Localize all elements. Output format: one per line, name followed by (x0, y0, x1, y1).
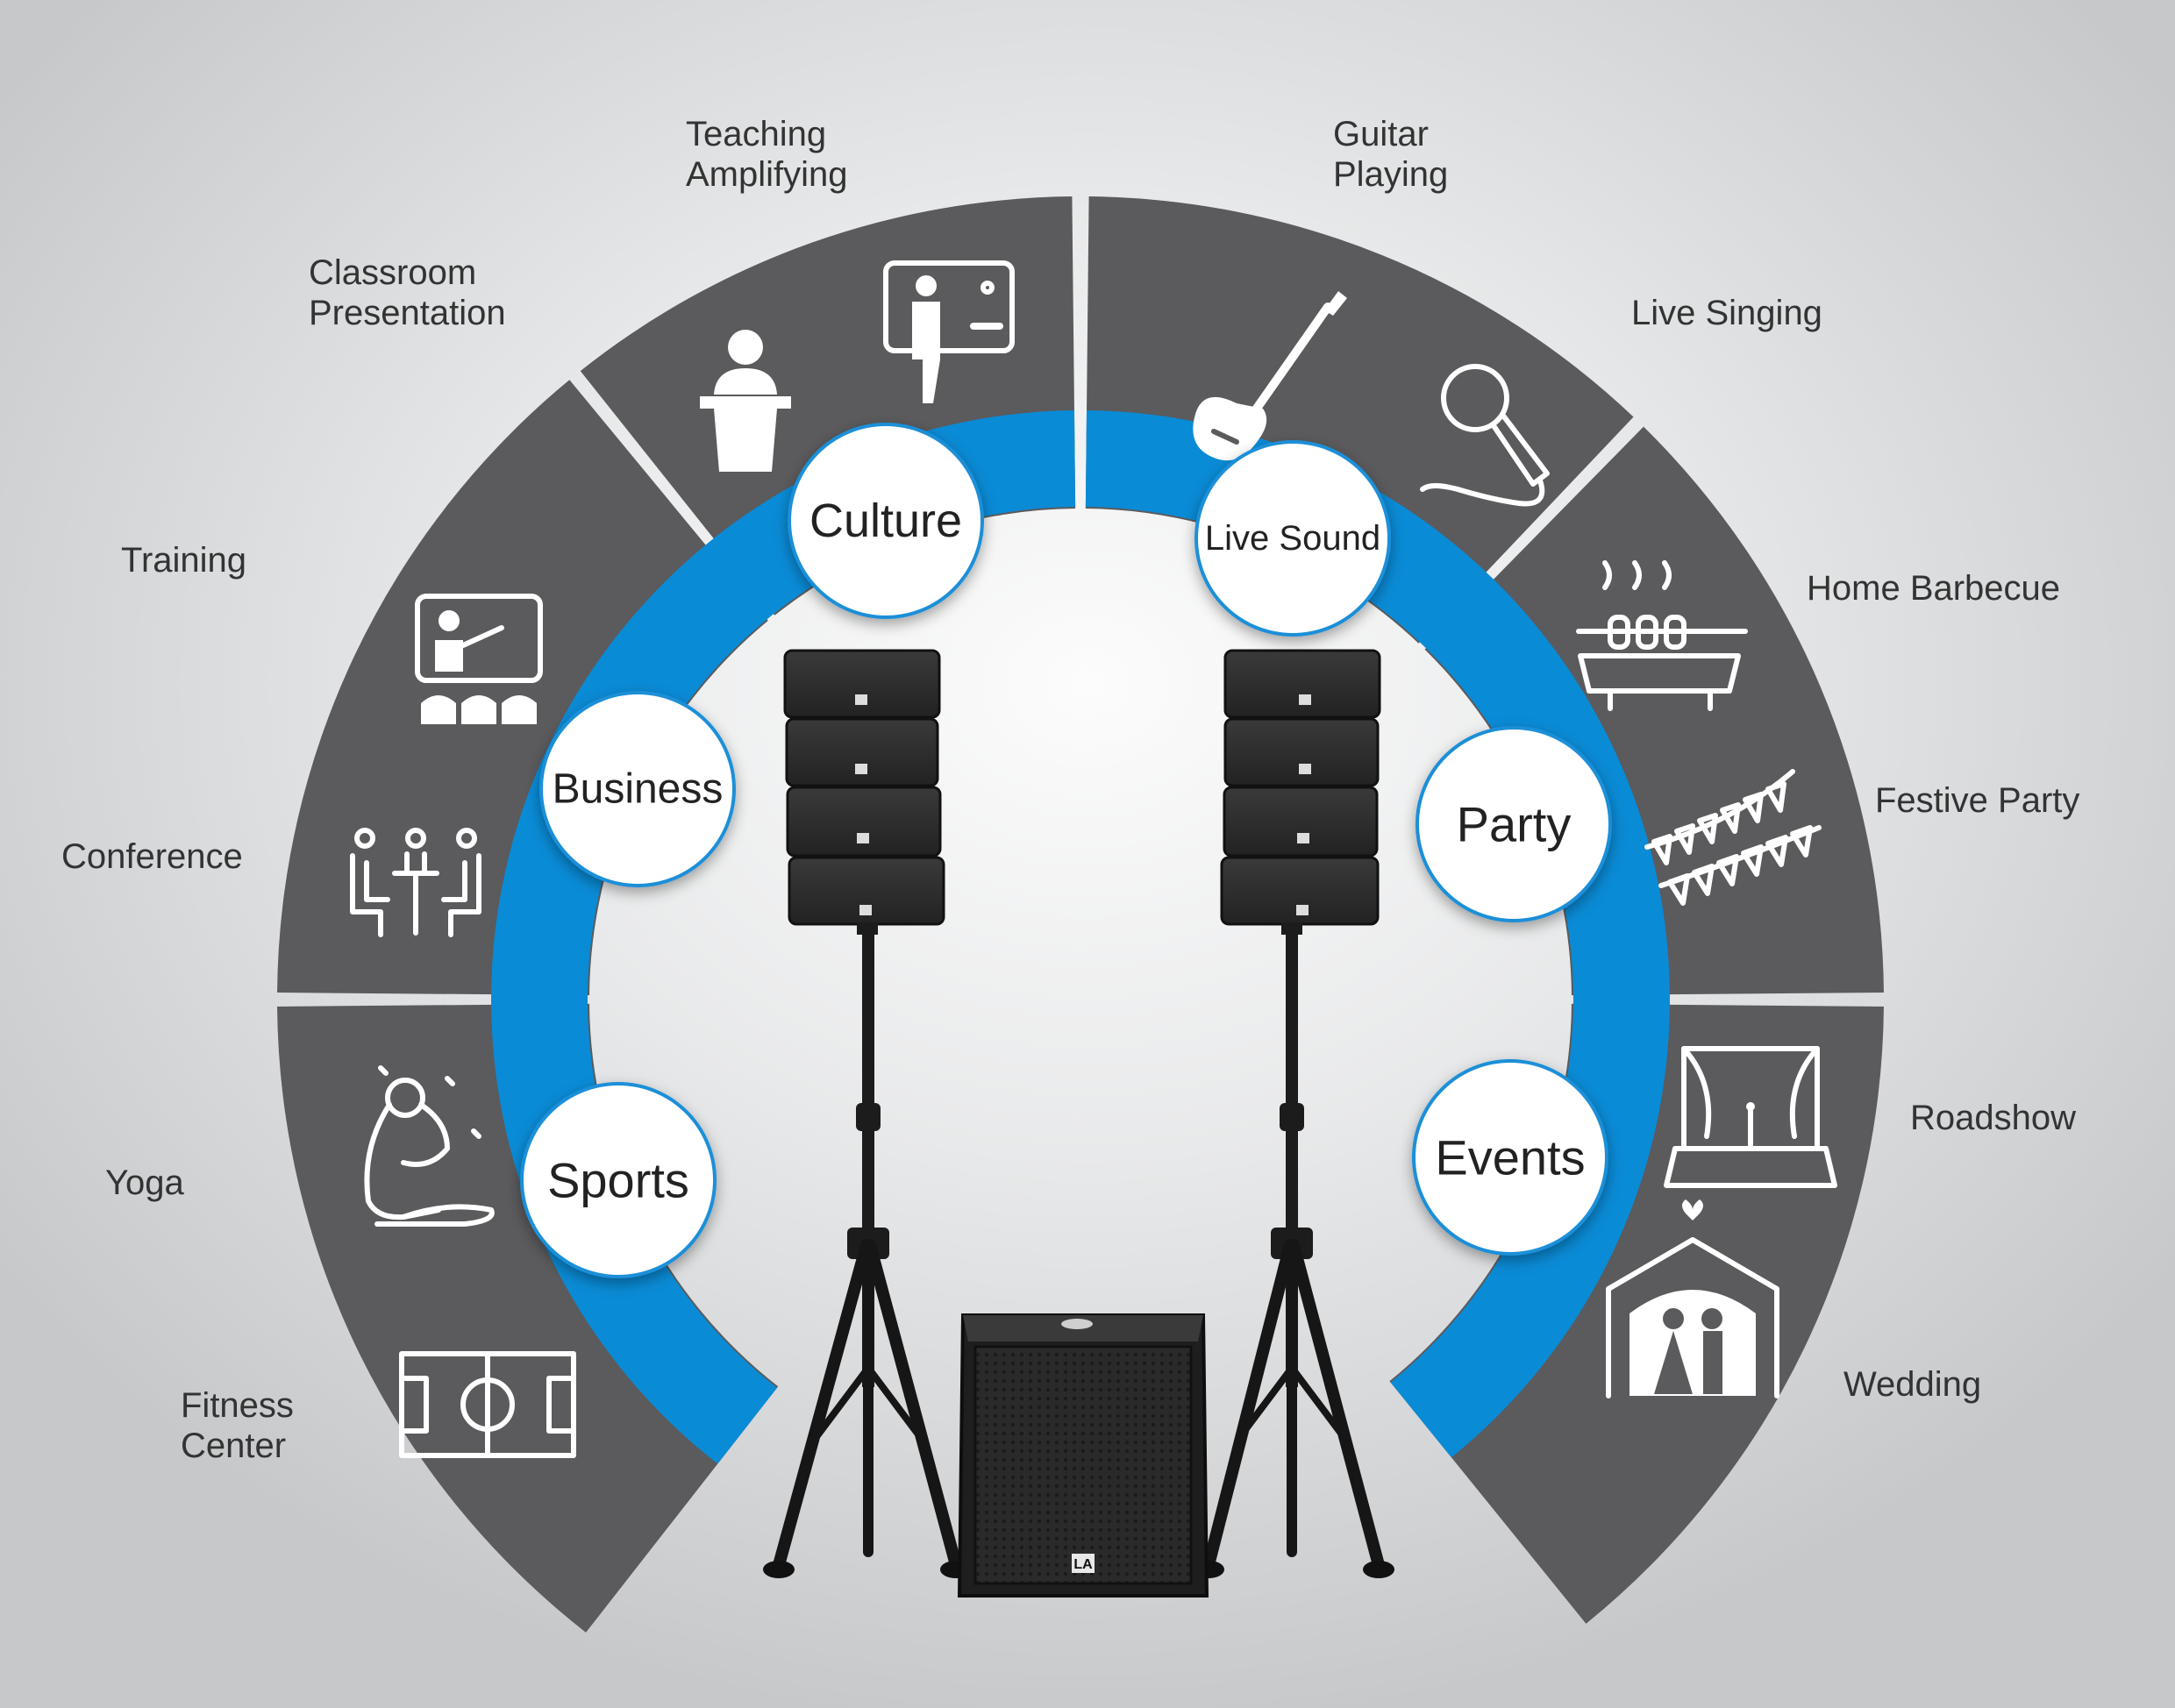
label-classroom-presentation: Classroom Presentation (309, 253, 506, 332)
label-teaching-amplifying: Teaching Amplifying (686, 115, 848, 194)
bubble-circle (1194, 440, 1391, 637)
left-tripod-stand (763, 931, 972, 1578)
wedding-couple-icon (1606, 1199, 1779, 1398)
scenario-icons (350, 260, 1837, 1458)
label-roadshow: Roadshow (1910, 1099, 2077, 1137)
bubble-label-party: Party (1457, 797, 1572, 852)
bubble-label-sports: Sports (547, 1153, 689, 1208)
bubble-circle (520, 1082, 717, 1278)
sector-live_sound (1085, 196, 1634, 644)
label-festive-party: Festive Party (1875, 781, 2080, 820)
bubble-live-sound: Live Sound (1194, 440, 1391, 637)
bubble-label-events: Events (1435, 1130, 1585, 1185)
label-training: Training (121, 541, 247, 580)
subwoofer: LA (957, 1313, 1209, 1598)
whiteboard-teacher-icon (883, 260, 1015, 403)
ring-left (490, 410, 1076, 1464)
brand-mark: LA (1073, 1557, 1093, 1572)
bubble-circle (1412, 1059, 1608, 1256)
sector-party (1424, 426, 1884, 996)
microphone-icon (1420, 364, 1550, 507)
barbecue-grill-icon (1576, 560, 1748, 711)
conference-table-icon (350, 828, 481, 937)
bubble-label-live-sound: Live Sound (1205, 519, 1380, 558)
yoga-pose-icon (364, 1065, 495, 1227)
label-guitar-playing: Guitar Playing (1333, 115, 1449, 194)
label-yoga: Yoga (105, 1164, 184, 1202)
sector-business (277, 380, 768, 996)
stage-curtain-icon (1664, 1046, 1837, 1188)
label-conference: Conference (61, 837, 243, 876)
bubble-label-business: Business (553, 766, 724, 813)
bubble-sports: Sports (520, 1082, 717, 1278)
ring-right (1085, 410, 1671, 1458)
left-column-speaker (783, 649, 945, 935)
bubble-business: Business (539, 691, 736, 887)
football-field-icon (399, 1351, 576, 1458)
right-column-speaker (1220, 649, 1381, 935)
label-home-barbecue: Home Barbecue (1807, 569, 2061, 608)
bubble-events: Events (1412, 1059, 1608, 1256)
bubble-circle (539, 691, 736, 887)
electric-guitar-icon (1193, 291, 1347, 461)
training-screen-icon (415, 594, 543, 724)
label-fitness-center: Fitness Center (181, 1386, 294, 1465)
label-wedding: Wedding (1843, 1365, 1982, 1404)
blue-ring (490, 410, 1671, 1464)
speaker-system: LA (763, 649, 1394, 1598)
bubble-circle (1416, 726, 1612, 922)
bubble-circle (788, 423, 984, 619)
label-live-singing: Live Singing (1631, 294, 1822, 332)
podium-speaker-icon (700, 330, 791, 472)
bubble-party: Party (1416, 726, 1612, 922)
bubble-label-culture: Culture (809, 495, 962, 547)
right-tripod-stand (1193, 931, 1394, 1578)
bunting-flags-icon (1644, 769, 1822, 906)
bubble-culture: Culture (788, 423, 984, 619)
